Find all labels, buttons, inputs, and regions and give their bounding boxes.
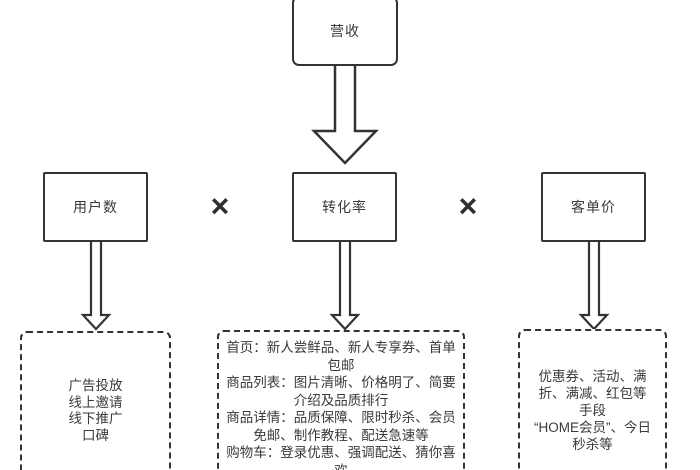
conversion-detail-item: 商品列表：图片清晰、价格明了、简要介绍及品质排行 <box>226 375 456 408</box>
conversion-details-box: 首页：新人尝鲜品、新人专享券、首单包邮 商品列表：图片清晰、价格明了、简要介绍及… <box>217 330 465 470</box>
users-to-details-arrow <box>80 242 112 331</box>
price-box: 客单价 <box>541 172 646 242</box>
conversion-detail-item: 购物车：登录优惠、强调配送、猜你喜欢 <box>226 445 456 470</box>
users-detail-item: 口碑 <box>82 427 109 443</box>
users-details-box: 广告投放 线上邀请 线下推广 口碑 <box>20 331 171 470</box>
price-details-text: 优惠券、活动、满折、满减、红包等手段 “HOME会员”、今日秒杀等 <box>533 368 653 453</box>
multiply-operator-2: × <box>458 187 478 224</box>
price-detail-item: “HOME会员”、今日秒杀等 <box>534 420 651 452</box>
price-label: 客单价 <box>571 199 616 215</box>
price-detail-item: 优惠券、活动、满折、满减、红包等手段 <box>538 369 647 418</box>
revenue-to-conversion-arrow <box>311 65 379 165</box>
conversion-label: 转化率 <box>322 199 367 215</box>
users-detail-item: 线上邀请 <box>68 394 123 410</box>
users-label: 用户数 <box>73 199 118 215</box>
conversion-box: 转化率 <box>292 172 397 242</box>
users-box: 用户数 <box>43 172 148 242</box>
price-to-details-arrow <box>578 242 610 331</box>
revenue-label: 营收 <box>330 23 360 39</box>
conversion-to-details-arrow <box>329 242 361 331</box>
price-details-box: 优惠券、活动、满折、满减、红包等手段 “HOME会员”、今日秒杀等 <box>518 329 667 470</box>
users-detail-item: 广告投放 <box>68 378 123 393</box>
revenue-box: 营收 <box>292 0 398 66</box>
users-detail-item: 线下推广 <box>68 411 123 426</box>
conversion-detail-item: 首页：新人尝鲜品、新人专享券、首单包邮 <box>226 340 456 373</box>
multiply-operator-1: × <box>210 187 230 224</box>
conversion-detail-item: 商品详情：品质保障、限时秒杀、会员免邮、制作教程、配送急速等 <box>226 410 456 443</box>
